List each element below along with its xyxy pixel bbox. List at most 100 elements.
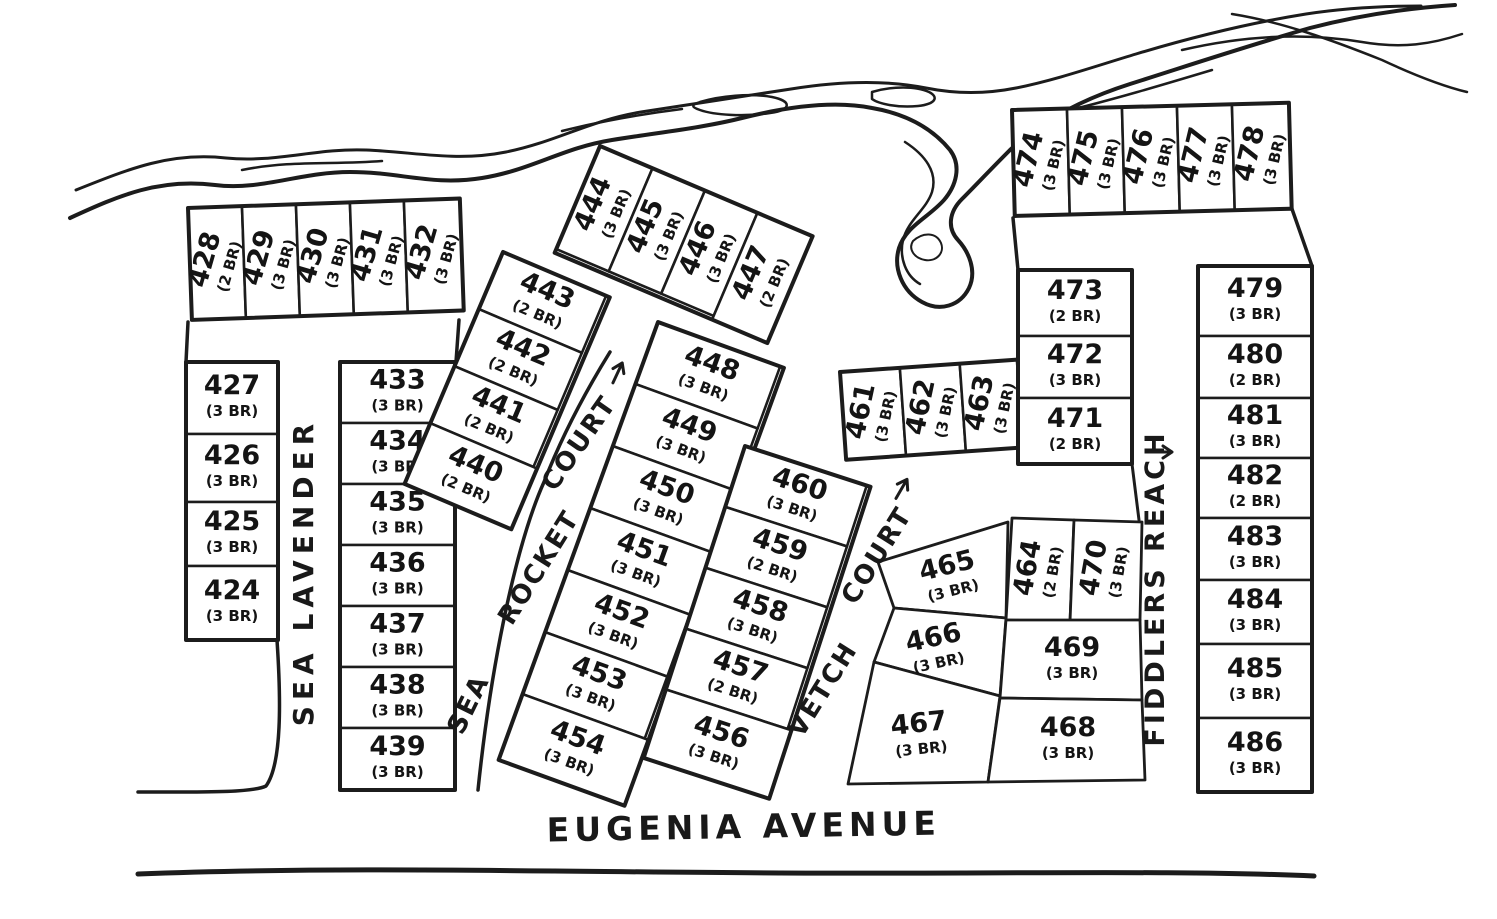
lot-438-label: 438(3 BR) [369,670,425,720]
block-433-439: 433(3 BR)434(3 BR)435(3 BR)436(3 BR)437(… [338,360,457,792]
lot-483-number: 483 [1227,521,1283,552]
lot-439-number: 439 [369,731,425,762]
lot-470-label: 470(3 BR) [1074,537,1133,599]
block-460-456-outline [641,444,873,801]
lot-467-br: (3 BR) [894,737,948,760]
road-edge-line [1130,462,1141,522]
block-427-424-outline [184,360,280,642]
lot-481-label: 481(3 BR) [1227,400,1283,450]
lot-426-label: 426(3 BR) [204,440,260,490]
lot-436-number: 436 [369,548,425,579]
lot-485 [1196,642,1314,720]
road-edge-line [454,318,461,364]
lot-484-number: 484 [1227,584,1283,615]
river-line [240,159,384,172]
lot-433-label: 433(3 BR) [369,365,425,415]
lot-424-br: (3 BR) [206,607,258,625]
lot-473-label: 473(2 BR) [1047,275,1103,325]
lot-426-br: (3 BR) [206,472,258,490]
block-428-432: 428(2 BR)429(3 BR)430(3 BR)431(3 BR)432(… [182,196,466,322]
lot-481-number: 481 [1227,400,1283,431]
lot-486-number: 486 [1227,727,1283,758]
lot-473-br: (2 BR) [1049,307,1101,325]
lot-437-label: 437(3 BR) [369,609,425,659]
block-427-424: 427(3 BR)426(3 BR)425(3 BR)424(3 BR) [184,360,280,642]
road-edge-line [136,638,282,794]
lot-435-number: 435 [369,487,425,518]
lot-435-br: (3 BR) [371,519,423,537]
lot-426-number: 426 [204,440,260,471]
block-474-478-outline [1009,100,1294,218]
lot-468-label: 468(3 BR) [1040,712,1096,762]
street-arrow-icon [894,477,910,500]
lot-472-label: 472(3 BR) [1047,339,1103,389]
lot-485-label: 485(3 BR) [1227,653,1283,703]
lot-482-number: 482 [1227,460,1283,491]
lot-427-number: 427 [204,370,260,401]
lot-424 [184,564,280,642]
block-444-447-outline [552,144,815,346]
lot-473-number: 473 [1047,275,1103,306]
block-443-440-outline [402,249,612,532]
lot-468 [986,696,1147,784]
lot-485-number: 485 [1227,653,1283,684]
block-433-439-outline [338,360,457,792]
lot-468-br: (3 BR) [1042,744,1094,762]
lot-483-label: 483(3 BR) [1227,521,1283,571]
river-line [560,107,684,133]
lot-425-br: (3 BR) [206,538,258,556]
lot-426 [184,432,280,504]
lot-479-br: (3 BR) [1229,305,1281,323]
lot-468-number: 468 [1040,712,1096,743]
lot-436 [338,543,457,608]
road-edge-line [1290,207,1314,268]
lot-431-label: 431(3 BR) [344,223,407,289]
block-444-447: 444(3 BR)445(3 BR)446(3 BR)447(2 BR) [552,144,815,346]
lot-424-number: 424 [204,575,260,606]
lot-479-number: 479 [1227,273,1283,304]
river-line [900,140,935,286]
lot-437-number: 437 [369,609,425,640]
block-479-486: 479(3 BR)480(2 BR)481(3 BR)482(2 BR)483(… [1196,264,1314,794]
river-line [68,3,1457,309]
lot-469-number: 469 [1044,632,1100,663]
lot-450-label: 450(3 BR) [631,463,699,529]
lot-482-br: (2 BR) [1229,492,1281,510]
lot-471-number: 471 [1047,403,1103,434]
lot-427-label: 427(3 BR) [204,370,260,420]
block-428-432-outline [186,196,466,322]
lot-427-br: (3 BR) [206,402,258,420]
block-443-440: 443(2 BR)442(2 BR)441(2 BR)440(2 BR) [402,249,612,532]
street-fiddlers-reach-label: FIDDLERS REACH [1140,429,1171,746]
lot-483-br: (3 BR) [1229,553,1281,571]
lot-467-number: 467 [889,705,948,742]
street-eugenia-avenue-label: EUGENIA AVENUE [546,804,941,850]
block-473-471-outline [1016,268,1134,466]
lot-439-br: (3 BR) [371,763,423,781]
lot-484-label: 484(3 BR) [1227,584,1283,634]
lot-480-label: 480(2 BR) [1227,339,1283,389]
lot-479-label: 479(3 BR) [1227,273,1283,323]
street-sea-lavender-label: SEA LAVENDER [287,418,320,726]
river-line [1180,32,1464,52]
block-473-471: 473(2 BR)472(3 BR)471(2 BR) [1016,268,1134,466]
lot-469-label: 469(3 BR) [1044,632,1100,682]
lot-480 [1196,334,1314,400]
lot-438-number: 438 [369,670,425,701]
river-line [870,86,936,108]
road-edge-line [135,867,1317,879]
lot-471-label: 471(2 BR) [1047,403,1103,453]
block-479-486-outline [1196,264,1314,794]
lot-436-br: (3 BR) [371,580,423,598]
lot-425-number: 425 [204,506,260,537]
block-460-456: 460(3 BR)459(2 BR)458(3 BR)457(2 BR)456(… [641,444,873,801]
lot-469-br: (3 BR) [1046,664,1098,682]
street-arrow-icon [1148,444,1174,460]
lot-486-br: (3 BR) [1229,759,1281,777]
block-474-478: 474(3 BR)475(3 BR)476(3 BR)477(3 BR)478(… [1007,100,1294,218]
lot-486-label: 486(3 BR) [1227,727,1283,777]
lot-425 [184,500,280,568]
lot-464-label: 464(2 BR) [1008,537,1067,599]
street-arrow-icon [611,361,626,385]
